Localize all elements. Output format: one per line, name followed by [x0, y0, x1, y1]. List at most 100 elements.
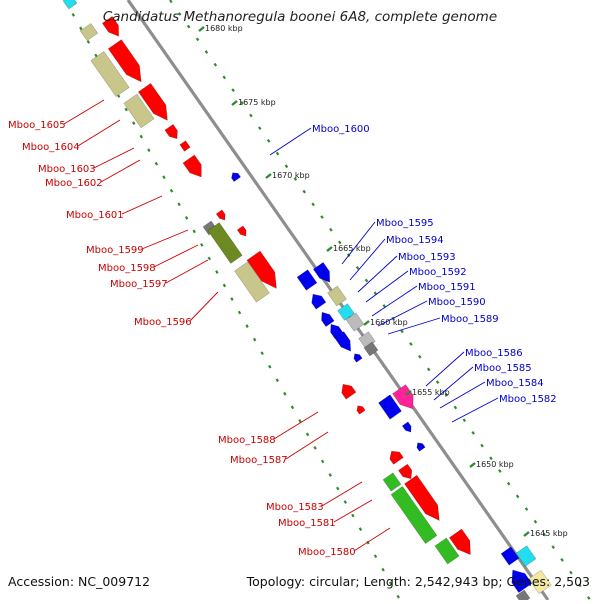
gene-shape: [334, 331, 352, 352]
inner-dot-track: [351, 513, 355, 518]
gene-shape: [404, 474, 440, 521]
outer-dot-track: [480, 443, 484, 448]
gene-shape: [327, 285, 347, 307]
gene-shape: [234, 261, 270, 303]
gene-label-left: Mboo_1605: [8, 120, 66, 131]
gene-feature: [137, 82, 168, 121]
inner-dot-track: [184, 215, 189, 220]
outer-dot-track: [586, 596, 591, 600]
gene-shape: [296, 269, 318, 291]
label-leader: [353, 527, 391, 552]
gene-label-right: Mboo_1582: [499, 394, 557, 405]
gene-feature: [101, 15, 120, 37]
inner-dot-track: [343, 500, 348, 504]
gene-feature: [528, 569, 552, 595]
outer-dot-track: [186, 24, 191, 29]
gene-shape: [515, 545, 537, 567]
gene-label-right: Mboo_1589: [441, 314, 499, 325]
outer-dot-track: [551, 545, 555, 550]
tick-label: 1655 kbp: [412, 388, 450, 397]
inner-dot-track: [230, 297, 234, 301]
label-leader: [93, 147, 135, 169]
gene-label-left: Mboo_1601: [66, 210, 124, 221]
inner-dot-track: [252, 337, 257, 342]
tick-label: 1645 kbp: [530, 529, 568, 538]
gene-label-left: Mboo_1602: [45, 178, 103, 189]
inner-dot-track: [124, 107, 128, 112]
gene-feature: [434, 537, 460, 565]
outer-dot-track: [284, 164, 289, 169]
gene-feature: [401, 421, 412, 433]
gene-label-left: Mboo_1588: [218, 435, 276, 446]
label-leader: [425, 351, 465, 387]
gene-label-right: Mboo_1585: [474, 363, 532, 374]
outer-dot-track: [533, 519, 538, 524]
outer-dot-track: [409, 342, 413, 346]
gene-feature: [363, 341, 379, 357]
tick-mark: [231, 100, 238, 106]
gene-label-right: Mboo_1594: [386, 235, 444, 246]
tick-mark: [405, 390, 412, 396]
gene-shape: [90, 50, 130, 98]
inner-dot-track: [366, 540, 370, 545]
tick-label: 1650 kbp: [476, 460, 514, 469]
inner-dot-track: [298, 419, 302, 423]
inner-dot-track: [373, 554, 378, 559]
outer-dot-track: [489, 456, 493, 461]
label-leader: [349, 238, 386, 281]
inner-dot-track: [388, 581, 393, 586]
accession-text: Accession: NC_009712: [8, 574, 151, 589]
gene-shape: [123, 93, 155, 129]
inner-dot-track: [162, 175, 166, 180]
gene-feature: [500, 546, 520, 566]
gene-feature: [123, 93, 155, 129]
label-leader: [451, 397, 499, 423]
gene-feature: [378, 394, 402, 420]
label-leader: [63, 99, 105, 125]
gene-label-right: Mboo_1595: [376, 218, 434, 229]
gene-shape: [311, 293, 327, 310]
outer-dot-track: [426, 367, 431, 372]
inner-dot-track: [154, 161, 159, 166]
tick-mark: [198, 26, 205, 32]
gene-feature: [398, 463, 413, 480]
inner-dot-track: [147, 148, 151, 153]
gene-label-right: Mboo_1584: [486, 378, 544, 389]
gene-shape: [392, 384, 414, 410]
gene-shape: [164, 123, 178, 140]
gene-shape: [389, 450, 404, 465]
label-leader: [341, 221, 376, 265]
outer-dot-track: [560, 557, 564, 562]
gene-shape: [356, 405, 366, 415]
gene-label-left: Mboo_1598: [98, 263, 156, 274]
inner-dot-track: [94, 53, 98, 58]
gene-shape: [79, 22, 99, 42]
gene-feature: [416, 442, 426, 452]
gene-label-right: Mboo_1593: [398, 252, 456, 263]
outer-dot-track: [293, 177, 298, 181]
gene-shape: [398, 463, 413, 480]
gene-feature: [390, 485, 438, 545]
gene-feature: [356, 405, 366, 415]
gene-shape: [341, 383, 357, 400]
gene-feature: [236, 225, 247, 237]
outer-dot-track: [515, 494, 520, 499]
outer-dot-track: [498, 469, 502, 473]
label-leader: [439, 381, 486, 409]
inner-dot-track: [290, 405, 295, 410]
gene-shape: [434, 537, 460, 565]
inner-dot-track: [336, 486, 340, 491]
outer-dot-track: [249, 113, 253, 118]
gene-feature: [334, 331, 352, 352]
gene-label-right: Mboo_1592: [409, 267, 467, 278]
outer-dot-track: [578, 583, 582, 588]
outer-dot-track: [204, 50, 209, 54]
inner-dot-track: [237, 310, 242, 315]
inner-dot-track: [305, 432, 310, 437]
gene-shape: [231, 172, 241, 182]
label-leader: [285, 431, 329, 460]
label-leader: [377, 300, 428, 327]
tick-label: 1660 kbp: [370, 318, 408, 327]
